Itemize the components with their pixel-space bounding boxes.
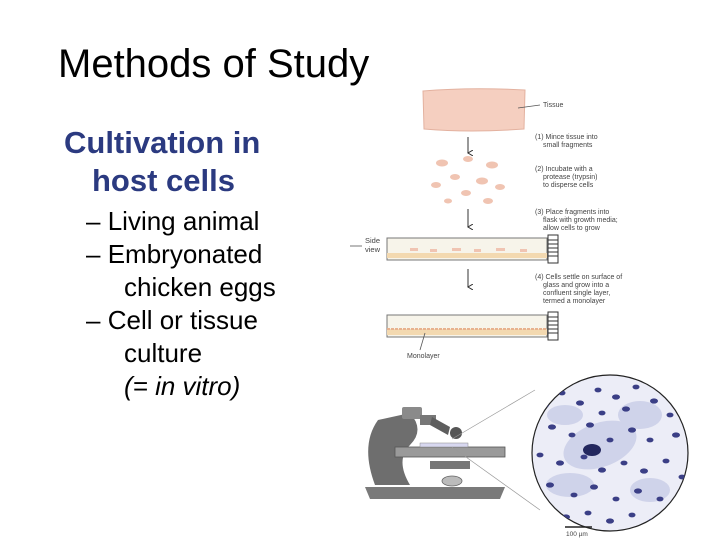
zoom-line	[451, 446, 541, 511]
monolayer-pointer	[419, 332, 426, 351]
section-heading: Cultivation in host cells	[64, 124, 260, 200]
bullet-text: Embryonated	[107, 239, 263, 269]
bullet-text: Cell or tissue	[107, 305, 258, 335]
svg-text:protease (trypsin): protease (trypsin)	[543, 174, 597, 181]
slide-title: Methods of Study	[58, 42, 370, 86]
monolayer-label: Monolayer	[407, 353, 440, 360]
svg-text:glass and grow into a: glass and grow into a	[543, 282, 609, 289]
bullet-text: Living animal	[107, 206, 260, 236]
svg-text:to disperse cells: to disperse cells	[543, 182, 594, 189]
bullet-dash: –	[86, 305, 101, 335]
step-1-text: (1) Mince tissue into small fragments	[535, 134, 598, 149]
svg-text:termed a monolayer: termed a monolayer	[543, 298, 606, 305]
bullet-dash: –	[86, 239, 101, 269]
svg-text:(4) Cells settle on surface of: (4) Cells settle on surface of	[535, 274, 622, 281]
step-2-text: (2) Incubate with a protease (trypsin) t…	[535, 166, 597, 189]
bullet-item: – Embryonated	[86, 238, 276, 271]
bullet-list: – Living animal – Embryonated chicken eg…	[86, 205, 276, 403]
microscope-illustration	[365, 407, 506, 499]
svg-text:small fragments: small fragments	[543, 142, 593, 149]
step-4-text: (4) Cells settle on surface of glass and…	[535, 274, 622, 305]
svg-text:(3) Place fragments into: (3) Place fragments into	[535, 209, 609, 216]
stained-cells-micrograph	[531, 374, 689, 532]
step-3-text: (3) Place fragments into flask with grow…	[535, 209, 618, 232]
bullet-continuation: chicken eggs	[124, 272, 276, 302]
side-view-label: Side	[365, 236, 380, 245]
tissue-fragments	[431, 156, 505, 204]
bullet-dash: –	[86, 206, 101, 236]
svg-text:(1) Mince tissue into: (1) Mince tissue into	[535, 134, 598, 141]
side-view-label: view	[365, 245, 381, 254]
cell-culture-diagram: Tissue (1) Mince tissue into small fragm…	[350, 88, 689, 538]
tissue-label: Tissue	[543, 102, 563, 109]
svg-text:(2) Incubate with a: (2) Incubate with a	[535, 166, 593, 173]
bullet-continuation: culture	[124, 338, 203, 368]
tissue-pointer-line	[517, 104, 541, 109]
svg-text:confluent single layer,: confluent single layer,	[543, 290, 610, 297]
culture-flask-monolayer	[386, 311, 559, 341]
zoom-line	[451, 389, 536, 440]
culture-flask-with-fragments	[386, 234, 559, 264]
heading-line-2: host cells	[92, 163, 235, 198]
bullet-continuation-italic: (= in vitro)	[124, 371, 241, 401]
svg-text:allow cells to grow: allow cells to grow	[543, 225, 601, 232]
svg-text:flask with growth media;: flask with growth media;	[543, 217, 618, 224]
heading-line-1: Cultivation in	[64, 125, 261, 160]
tissue-block	[422, 88, 526, 132]
scale-bar-label: 100 µm	[566, 531, 588, 538]
bullet-item: – Living animal	[86, 205, 276, 238]
bullet-item: – Cell or tissue	[86, 304, 276, 337]
